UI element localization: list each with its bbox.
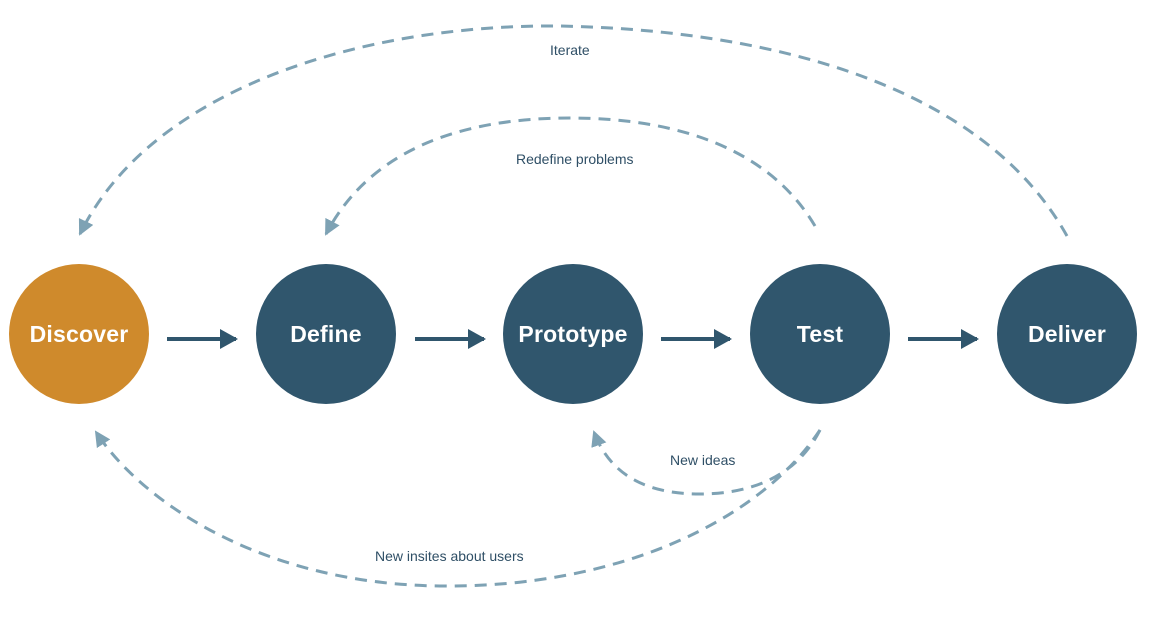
loop-arrow-new-insights [94, 429, 822, 588]
stage-define: Define [256, 264, 396, 404]
stage-label: Discover [29, 320, 129, 347]
stage-deliver: Deliver [997, 264, 1137, 404]
stage-label: Deliver [1027, 320, 1107, 347]
loop-arrow-new-ideas [591, 429, 822, 496]
stage-test: Test [750, 264, 890, 404]
stage-label: Define [290, 320, 362, 347]
stage-discover: Discover [9, 264, 149, 404]
loop-label-new-insights: New insites about users [375, 548, 524, 564]
stage-label: Prototype [518, 320, 628, 347]
loop-label-redefine-problems: Redefine problems [516, 151, 634, 167]
stage-label: Test [796, 320, 844, 347]
loop-label-new-ideas: New ideas [670, 452, 736, 468]
loop-label-iterate: Iterate [550, 42, 590, 58]
loop-arrow-redefine-problems [324, 116, 817, 236]
stage-prototype: Prototype [503, 264, 643, 404]
loop-arrow-iterate [78, 24, 1069, 237]
